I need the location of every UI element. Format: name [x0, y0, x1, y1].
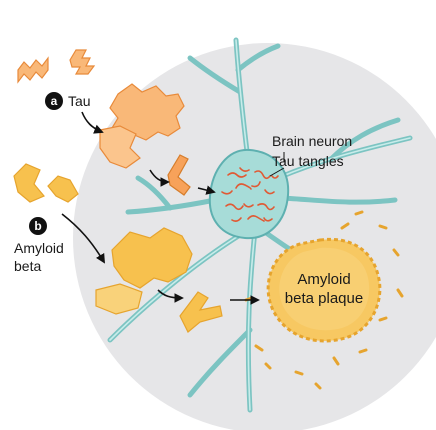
amyloid-label-line1: Amyloid: [14, 240, 64, 256]
amyloid-fibril: [179, 291, 223, 333]
arrow-tau-aggregate-to-fibril: [149, 169, 170, 187]
neuron-dendrite-highlights: [109, 39, 411, 411]
tau-fibril: [167, 154, 191, 196]
tau-tangles: [221, 167, 279, 222]
arrow-tau-to-aggregate: [81, 111, 104, 134]
marker-b-badge: [29, 217, 47, 235]
brain-neuron-label: Brain neuron: [272, 133, 352, 149]
process-arrows: [61, 111, 260, 305]
marker-a-badge: [45, 92, 63, 110]
arrow-amyloid-aggregate-to-fibril: [157, 289, 184, 303]
arrow-tau-fibril-to-neuron: [197, 185, 216, 195]
tau-monomers: [17, 49, 96, 84]
amyloid-fragments: [244, 210, 404, 390]
tau-label: Tau: [68, 93, 91, 109]
marker-b-text: b: [34, 219, 41, 233]
tau-tangles-label: Tau tangles: [272, 153, 344, 169]
plaque-label-line1: Amyloid: [297, 271, 350, 288]
tau-aggregate: [99, 83, 185, 169]
arrow-amyloid-to-aggregate: [61, 213, 105, 264]
amyloid-label-line2: beta: [14, 258, 41, 274]
marker-a-text: a: [51, 94, 58, 108]
leader-lines: [269, 152, 285, 177]
amyloid-beta-plaque: [266, 237, 382, 343]
plaque-label-line2: beta plaque: [285, 290, 363, 307]
amyloid-aggregate: [95, 227, 193, 315]
amyloid-monomers: [13, 163, 79, 203]
neuron-cell-body: [208, 148, 290, 240]
